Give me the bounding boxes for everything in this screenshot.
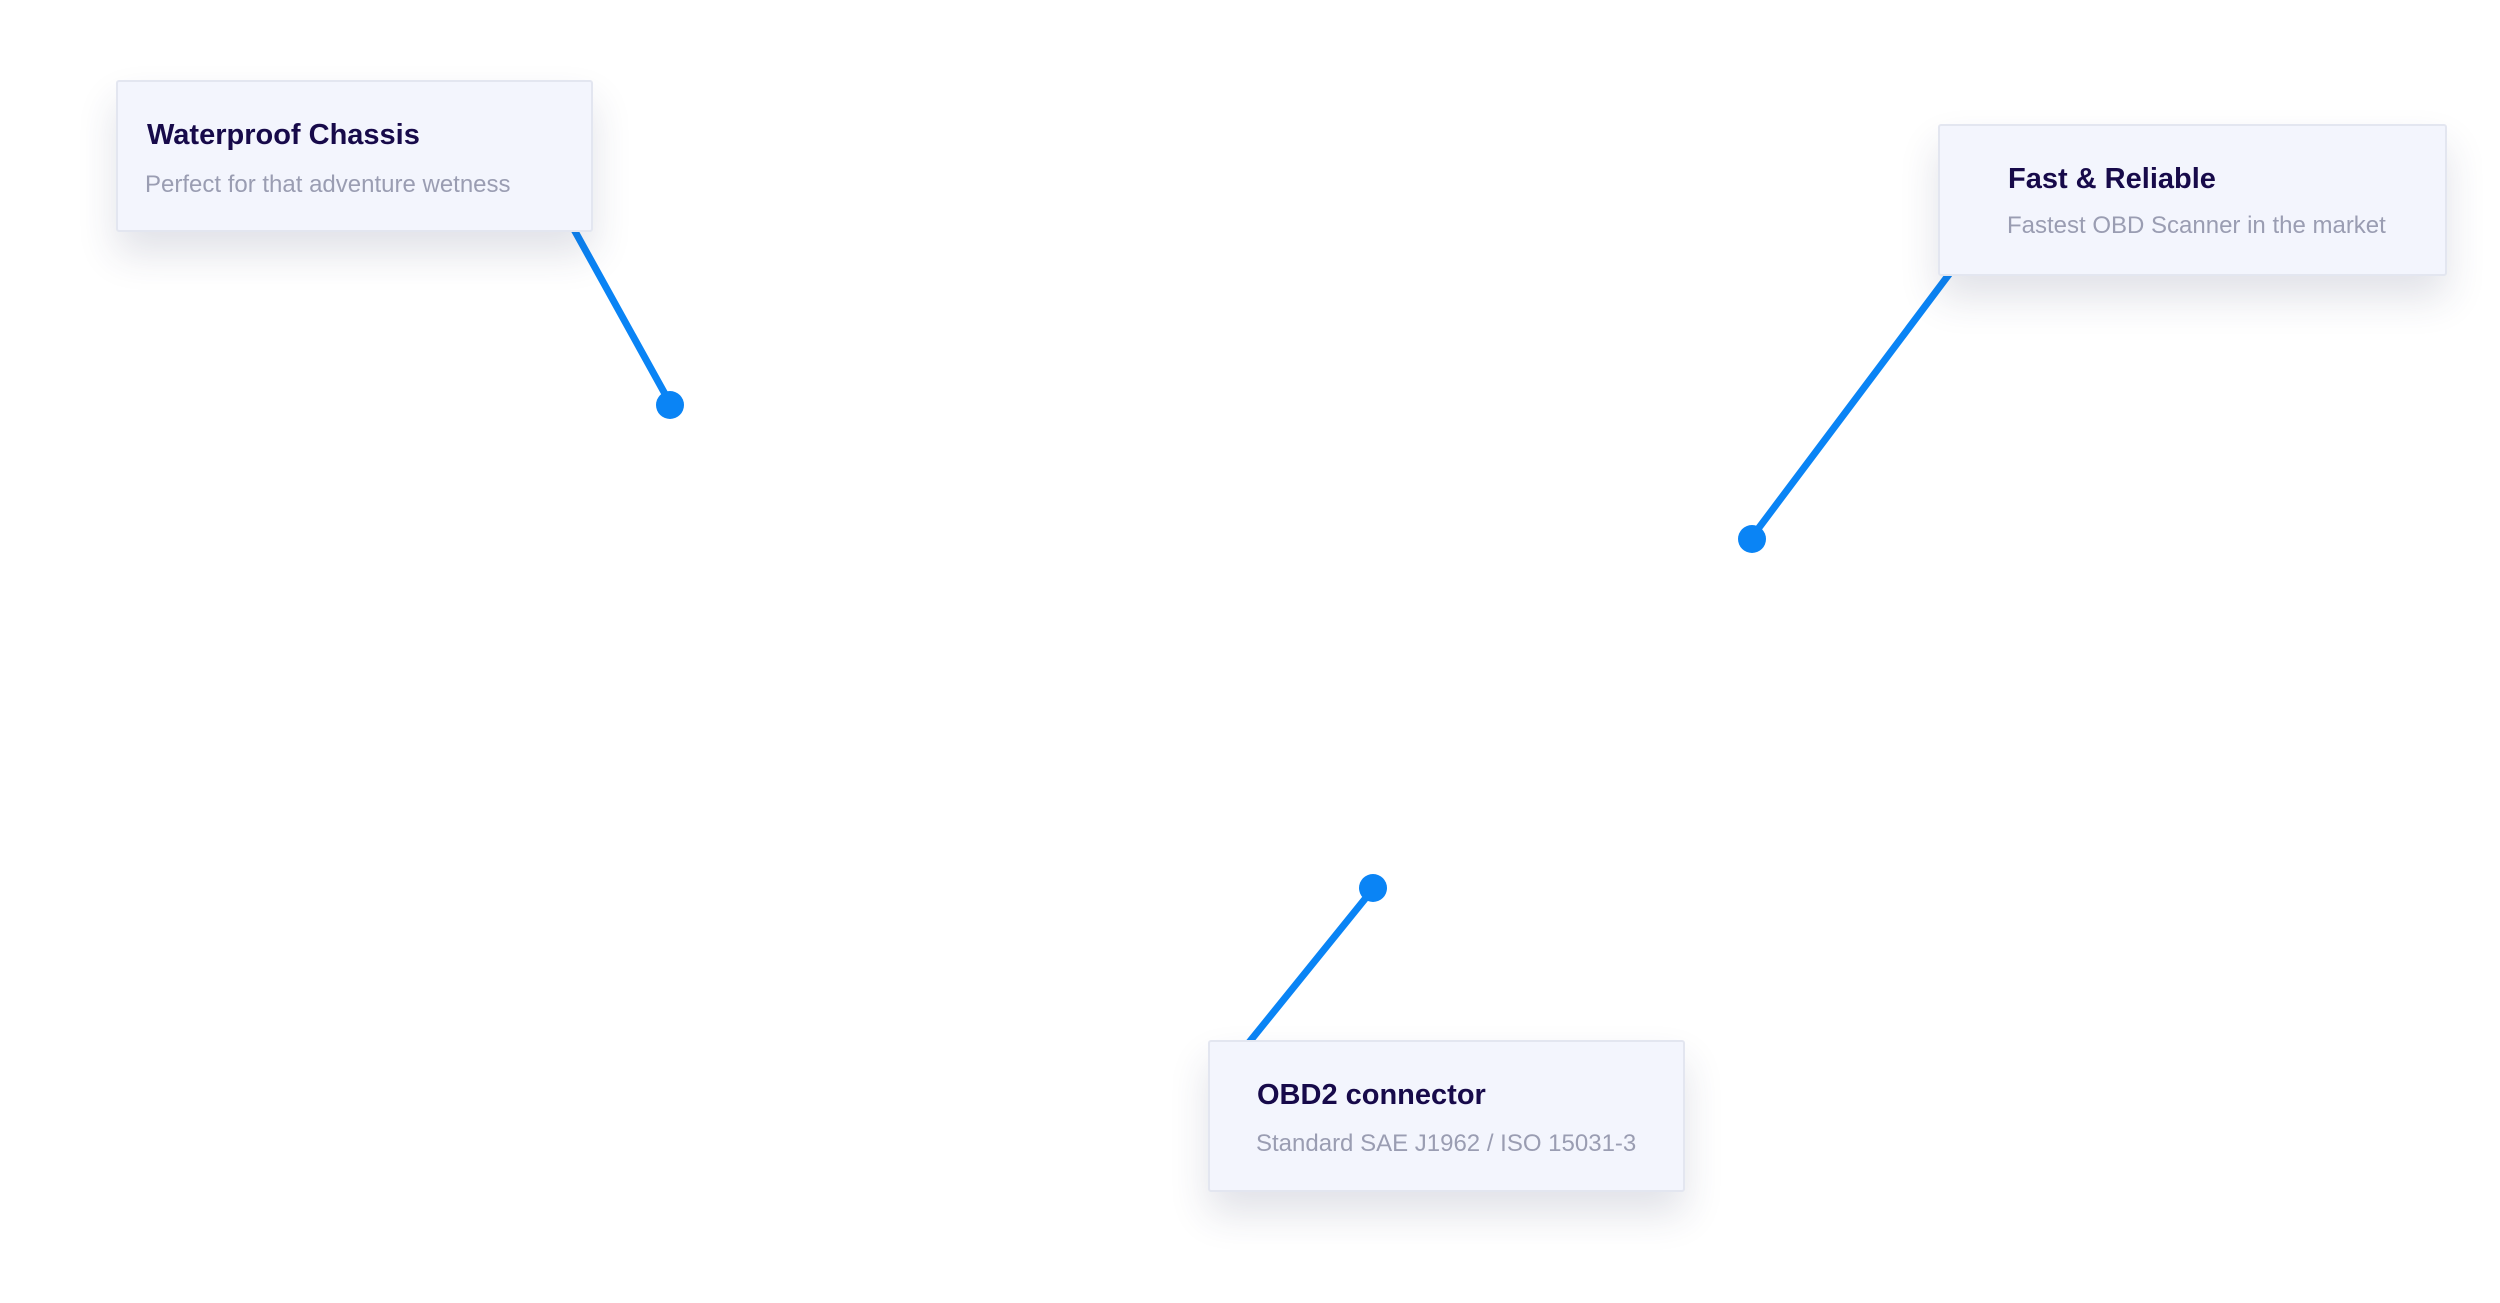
callout-card-waterproof-chassis: Waterproof Chassis Perfect for that adve… [116, 80, 593, 232]
connector-waterproof [557, 202, 684, 419]
hotspot-dot[interactable] [656, 391, 684, 419]
callout-card-fast-reliable: Fast & Reliable Fastest OBD Scanner in t… [1938, 124, 2447, 276]
callout-subtitle: Perfect for that adventure wetness [145, 171, 511, 198]
connector-obd [1230, 874, 1387, 1065]
callout-title: OBD2 connector [1257, 1079, 1486, 1111]
callout-card-obd2-connector: OBD2 connector Standard SAE J1962 / ISO … [1208, 1040, 1685, 1192]
hotspot-dot[interactable] [1738, 525, 1766, 553]
connector-line [1748, 245, 1972, 541]
callout-title: Waterproof Chassis [147, 119, 420, 151]
connector-fast [1738, 245, 1972, 553]
hotspot-dot[interactable] [1359, 874, 1387, 902]
connector-line [557, 202, 674, 407]
connector-line [1230, 885, 1377, 1065]
callout-subtitle: Fastest OBD Scanner in the market [2007, 212, 2386, 239]
callout-subtitle: Standard SAE J1962 / ISO 15031-3 [1256, 1130, 1637, 1157]
callout-title: Fast & Reliable [2008, 163, 2216, 195]
